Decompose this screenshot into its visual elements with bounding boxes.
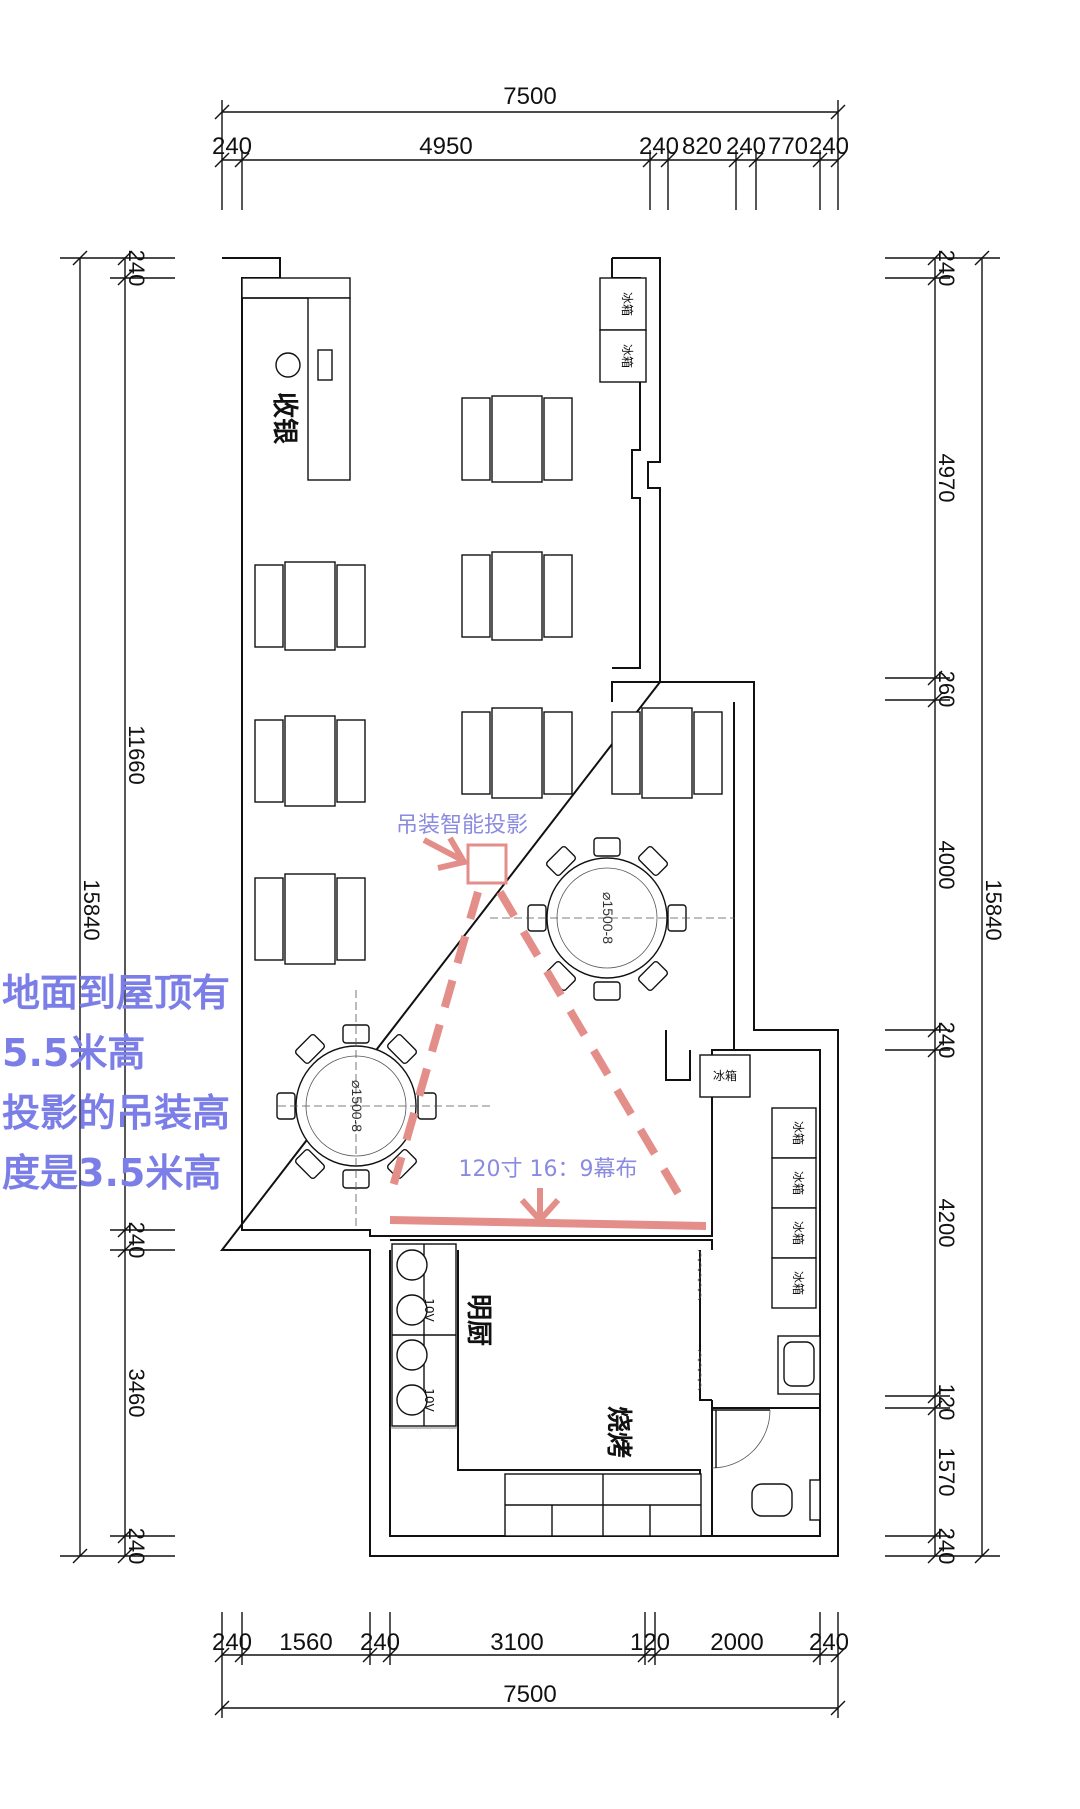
top-dimensions: 7500 240 4950 240 820 240 770 240: [212, 83, 849, 210]
top-dim-7: 240: [809, 133, 849, 160]
bathroom: [711, 1335, 821, 1521]
top-dim-6: 770: [768, 133, 808, 160]
screen-label: 120寸 16：9幕布: [459, 1157, 638, 1182]
fridge-label: 冰箱: [620, 292, 635, 316]
right-total-dim: 15840: [981, 879, 1006, 940]
door-swing-icon: [711, 1409, 771, 1469]
right-dim-4: 4000: [934, 841, 959, 890]
right-dim-2: 4970: [934, 454, 959, 503]
left-dim-1: 240: [124, 250, 149, 287]
note-line-4: 度是3.5米高: [2, 1151, 221, 1195]
top-dim-1: 240: [212, 133, 252, 160]
stove-label: 10V: [422, 1388, 436, 1412]
dining-tables: [254, 395, 723, 965]
right-dim-6: 4200: [934, 1199, 959, 1248]
fridge-label: 冰箱: [791, 1121, 806, 1145]
fridges-top: 冰箱 冰箱: [599, 277, 647, 383]
room-label-bbq: 烧烤: [603, 1406, 633, 1458]
person-icon: [275, 352, 301, 378]
exhaust-coils: [697, 1249, 702, 1391]
note-line-3: 投影的吊装高: [2, 1091, 230, 1135]
bottom-dim-2: 1560: [279, 1629, 332, 1656]
fridge-label: 冰箱: [791, 1171, 806, 1195]
left-total-dim: 15840: [79, 879, 104, 940]
bottom-dimensions: 240 1560 240 3100 120 2000 240 7500: [212, 1612, 849, 1718]
bottom-dim-4: 3100: [490, 1629, 543, 1656]
note-line-1: 地面到屋顶有: [2, 971, 230, 1015]
round-table-1: ⌀1500-8: [490, 837, 735, 1001]
left-dim-2: 11660: [124, 725, 149, 785]
screen-arrow: [519, 1197, 561, 1225]
right-dim-1: 240: [934, 250, 959, 287]
round-table-label: ⌀1500-8: [349, 1080, 365, 1132]
kitchen-stoves: 10V 10V: [391, 1243, 457, 1427]
projector-icon: [466, 843, 508, 885]
right-dim-9: 240: [934, 1528, 959, 1565]
left-dimensions: 15840 240 11660 240 3460 240: [60, 250, 175, 1565]
bottom-dim-3: 240: [360, 1629, 400, 1656]
left-dim-5: 240: [124, 1528, 149, 1565]
fridge-label: 冰箱: [791, 1271, 806, 1295]
top-dim-4: 820: [682, 133, 722, 160]
right-dimensions: 240 4970 260 4000 240 4200 120 1570 240 …: [885, 250, 1006, 1565]
right-dim-5: 240: [934, 1022, 959, 1059]
top-dim-3: 240: [639, 133, 679, 160]
right-dim-3: 260: [934, 671, 959, 708]
note-line-2: 5.5米高: [2, 1031, 145, 1075]
round-table-label: ⌀1500-8: [600, 892, 616, 944]
bottom-dim-5: 120: [630, 1629, 670, 1656]
bottom-dim-1: 240: [212, 1629, 252, 1656]
right-dim-8: 1570: [934, 1448, 959, 1497]
room-label-open-kitchen: 明厨: [463, 1294, 493, 1346]
bottom-dim-6: 2000: [710, 1629, 763, 1656]
screen-line: [389, 1216, 707, 1230]
fridge-label: 冰箱: [713, 1068, 737, 1083]
top-total-dim: 7500: [503, 83, 556, 110]
projection-annotation: 吊装智能投影 120寸 16：9幕布: [388, 813, 707, 1230]
cashier-desk: 收银: [241, 277, 351, 481]
fridge-label: 冰箱: [791, 1221, 806, 1245]
toilet-icon: [751, 1483, 793, 1517]
room-label-cashier: 收银: [269, 392, 299, 445]
stove-label: 10V: [422, 1298, 436, 1322]
height-notes: 地面到屋顶有 5.5米高 投影的吊装高 度是3.5米高: [2, 971, 230, 1195]
bottom-total-dim: 7500: [503, 1681, 556, 1708]
projector-arrow: [422, 837, 464, 863]
left-dim-3: 240: [124, 1222, 149, 1259]
fridges-right: 冰箱 冰箱 冰箱 冰箱 冰箱: [699, 1054, 817, 1309]
top-dim-2: 4950: [419, 133, 472, 160]
round-table-2: ⌀1500-8: [276, 990, 490, 1230]
projector-label: 吊装智能投影: [396, 813, 528, 838]
fridge-label: 冰箱: [620, 344, 635, 368]
top-dim-5: 240: [726, 133, 766, 160]
kitchen-counter: [504, 1473, 702, 1537]
bottom-dim-7: 240: [809, 1629, 849, 1656]
right-dim-7: 120: [934, 1384, 959, 1421]
left-dim-4: 3460: [124, 1369, 149, 1418]
